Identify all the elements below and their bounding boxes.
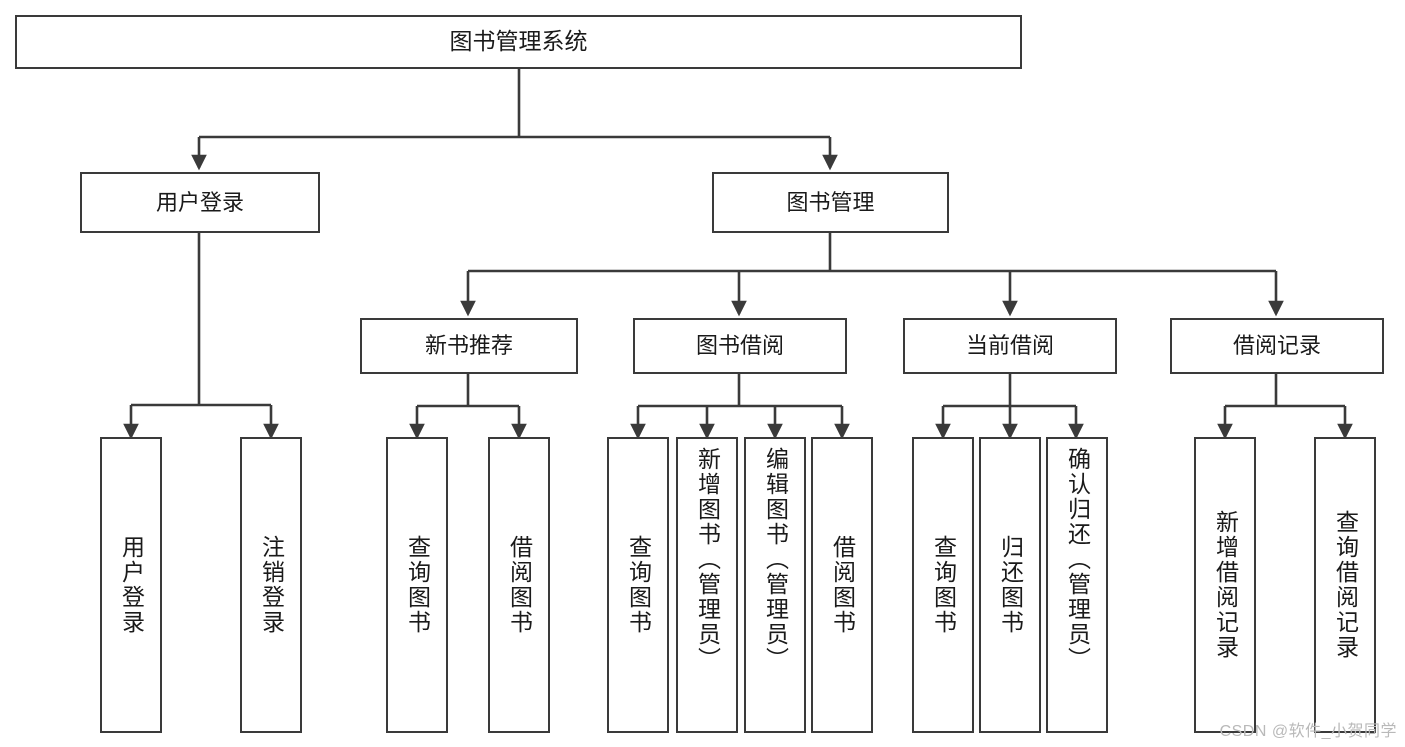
leaf-return-book[interactable]: 归还图书 (979, 437, 1041, 733)
node-user-login[interactable]: 用户登录 (80, 172, 320, 233)
node-label: 新书推荐 (424, 333, 513, 359)
leaf-add-book-admin[interactable]: 新增图书（管理员） (676, 437, 738, 733)
node-label: 归还图书 (997, 535, 1024, 635)
leaf-user-login[interactable]: 用户登录 (100, 437, 162, 733)
node-label: 查询图书 (625, 535, 652, 635)
node-label: 借阅记录 (1232, 333, 1321, 359)
leaf-query-book-current[interactable]: 查询图书 (912, 437, 974, 733)
leaf-query-book-borrow[interactable]: 查询图书 (607, 437, 669, 733)
leaf-borrow-book-new[interactable]: 借阅图书 (488, 437, 550, 733)
leaf-confirm-return-admin[interactable]: 确认归还（管理员） (1046, 437, 1108, 733)
node-label: 查询图书 (404, 535, 431, 635)
node-book-management[interactable]: 图书管理 (712, 172, 949, 233)
leaf-borrow-book[interactable]: 借阅图书 (811, 437, 873, 733)
node-label: 当前借阅 (965, 333, 1054, 359)
node-label: 借阅图书 (829, 535, 856, 635)
node-label: 用户登录 (118, 535, 145, 635)
node-label: 编辑图书（管理员） (762, 447, 789, 672)
leaf-query-borrow-record[interactable]: 查询借阅记录 (1314, 437, 1376, 733)
watermark: CSDN @软件_小贺同学 (1219, 723, 1397, 740)
leaf-query-book-new[interactable]: 查询图书 (386, 437, 448, 733)
node-label: 查询借阅记录 (1332, 510, 1359, 660)
node-label: 图书借阅 (695, 333, 784, 359)
leaf-logout[interactable]: 注销登录 (240, 437, 302, 733)
node-label: 确认归还（管理员） (1064, 447, 1091, 672)
node-book-borrow[interactable]: 图书借阅 (633, 318, 847, 374)
node-label: 新增图书（管理员） (694, 447, 721, 672)
leaf-add-borrow-record[interactable]: 新增借阅记录 (1194, 437, 1256, 733)
node-label: 借阅图书 (506, 535, 533, 635)
node-label: 用户登录 (155, 189, 244, 215)
leaf-edit-book-admin[interactable]: 编辑图书（管理员） (744, 437, 806, 733)
node-label: 图书管理 (786, 189, 875, 215)
node-label: 查询图书 (930, 535, 957, 635)
node-root-system[interactable]: 图书管理系统 (15, 15, 1022, 69)
node-label: 新增借阅记录 (1212, 510, 1239, 660)
node-label: 注销登录 (258, 535, 285, 635)
node-current-borrow[interactable]: 当前借阅 (903, 318, 1117, 374)
node-label: 图书管理系统 (449, 28, 588, 55)
node-borrow-record[interactable]: 借阅记录 (1170, 318, 1384, 374)
node-new-book-recommend[interactable]: 新书推荐 (360, 318, 578, 374)
